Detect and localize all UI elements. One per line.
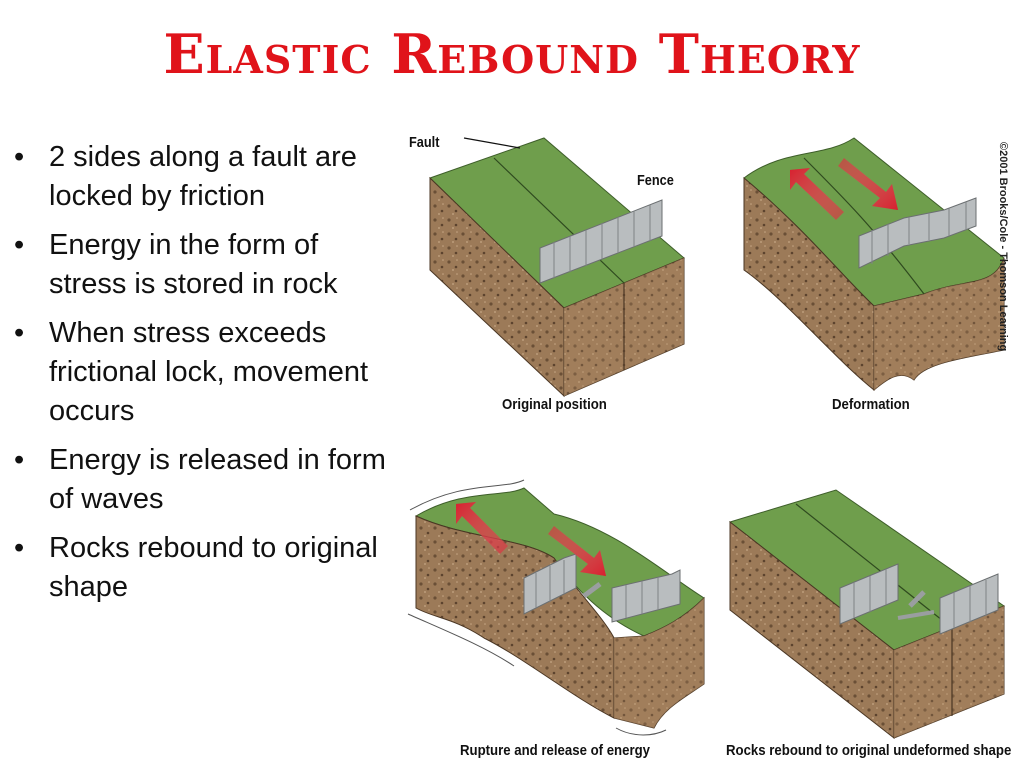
bullet-dot: •: [14, 532, 25, 564]
caption-deformation: Deformation: [832, 396, 910, 413]
bullet-item: • When stress exceeds frictional lock, mo…: [14, 314, 399, 431]
caption-original-position: Original position: [502, 396, 607, 413]
bullet-dot: •: [14, 141, 25, 173]
bullet-dot: •: [14, 444, 25, 476]
fault-label: Fault: [409, 134, 440, 151]
bullet-text: Energy is released in form of waves: [49, 444, 386, 515]
bullet-dot: •: [14, 229, 25, 261]
caption-rupture: Rupture and release of energy: [460, 742, 650, 759]
bullet-item: • Rocks rebound to original shape: [14, 529, 399, 607]
copyright-text: ©2001 Brooks/Cole - Thomson Learning: [997, 142, 1009, 352]
bullet-item: • Energy in the form of stress is stored …: [14, 226, 399, 304]
slide-title: Elastic Rebound Theory: [163, 22, 861, 86]
panel-rebound: [728, 489, 1006, 740]
diagram-illustration: [407, 137, 1006, 740]
panel-original-position: [429, 137, 685, 398]
elastic-rebound-diagram: Fault Fence Original position Deformatio…: [404, 118, 1024, 768]
caption-rebound: Rocks rebound to original undeformed sha…: [726, 742, 1012, 759]
bullet-text: When stress exceeds frictional lock, mov…: [49, 317, 369, 427]
panel-deformation: [743, 137, 1005, 392]
bullet-item: • Energy is released in form of waves: [14, 441, 399, 519]
bullet-item: • 2 sides along a fault are locked by fri…: [14, 138, 399, 216]
bullet-text: 2 sides along a fault are locked by fric…: [49, 141, 357, 212]
bullet-text: Rocks rebound to original shape: [49, 532, 378, 603]
bullet-list: • 2 sides along a fault are locked by fri…: [14, 138, 399, 617]
bullet-text: Energy in the form of stress is stored i…: [49, 229, 338, 300]
copyright-notice: ©2001 Brooks/Cole - Thomson Learning: [996, 142, 1010, 382]
fence-label: Fence: [637, 172, 674, 189]
bullet-dot: •: [14, 317, 25, 349]
panel-rupture: [407, 479, 705, 736]
